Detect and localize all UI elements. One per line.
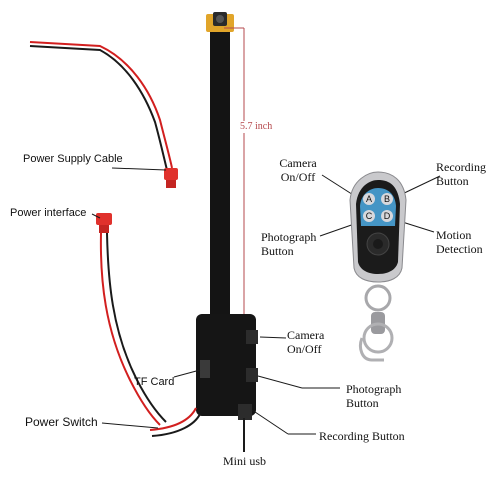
power-plug-connector xyxy=(164,168,178,180)
label-line: Recording xyxy=(436,160,486,174)
leader-lines xyxy=(91,167,441,452)
label-line: Camera xyxy=(279,156,317,170)
tf-card-slot xyxy=(200,360,210,378)
label-motion-detection: Motion Detection xyxy=(436,228,483,257)
label-mini-usb: Mini usb xyxy=(223,454,267,468)
photograph-switch xyxy=(246,368,258,382)
label-line: Button xyxy=(261,243,294,258)
label-recording-button-module: Recording Button xyxy=(319,429,405,443)
label-measurement: 5.7 inch xyxy=(238,121,275,133)
label-line: On/Off xyxy=(287,341,322,356)
label-line: Button xyxy=(436,173,469,188)
label-power-supply-cable: Power Supply Cable xyxy=(23,153,123,165)
label-camera-onoff-remote: Camera On/Off xyxy=(272,156,324,185)
label-line: Camera xyxy=(287,328,325,342)
label-tf-card: TF Card xyxy=(134,376,175,388)
remote-control xyxy=(349,171,407,362)
remote-key-a: A xyxy=(363,193,375,205)
label-line: Button xyxy=(346,395,379,410)
label-line: Photograph xyxy=(261,230,317,244)
mini-usb-port xyxy=(238,404,252,420)
power-supply-cable xyxy=(29,41,178,188)
remote-key-d: D xyxy=(381,210,393,222)
label-line: Detection xyxy=(436,241,483,256)
camera-onoff-switch xyxy=(246,330,258,344)
power-interface-connector xyxy=(96,213,112,225)
label-power-switch: Power Switch xyxy=(25,415,98,429)
label-photograph-button-remote: Photograph Button xyxy=(261,230,317,259)
main-board xyxy=(149,314,258,452)
remote-key-c: C xyxy=(363,210,375,222)
label-line: Photograph xyxy=(346,382,402,396)
camera-ribbon xyxy=(206,12,234,318)
label-photograph-button-module: Photograph Button xyxy=(346,382,402,411)
remote-key-b: B xyxy=(381,193,393,205)
power-interface-cable xyxy=(96,213,167,426)
label-line: Motion xyxy=(436,228,472,242)
label-line: On/Off xyxy=(280,169,316,184)
label-recording-button-remote: Recording Button xyxy=(436,160,486,189)
label-power-interface: Power interface xyxy=(10,207,87,219)
label-camera-onoff-module: Camera On/Off xyxy=(287,328,325,357)
